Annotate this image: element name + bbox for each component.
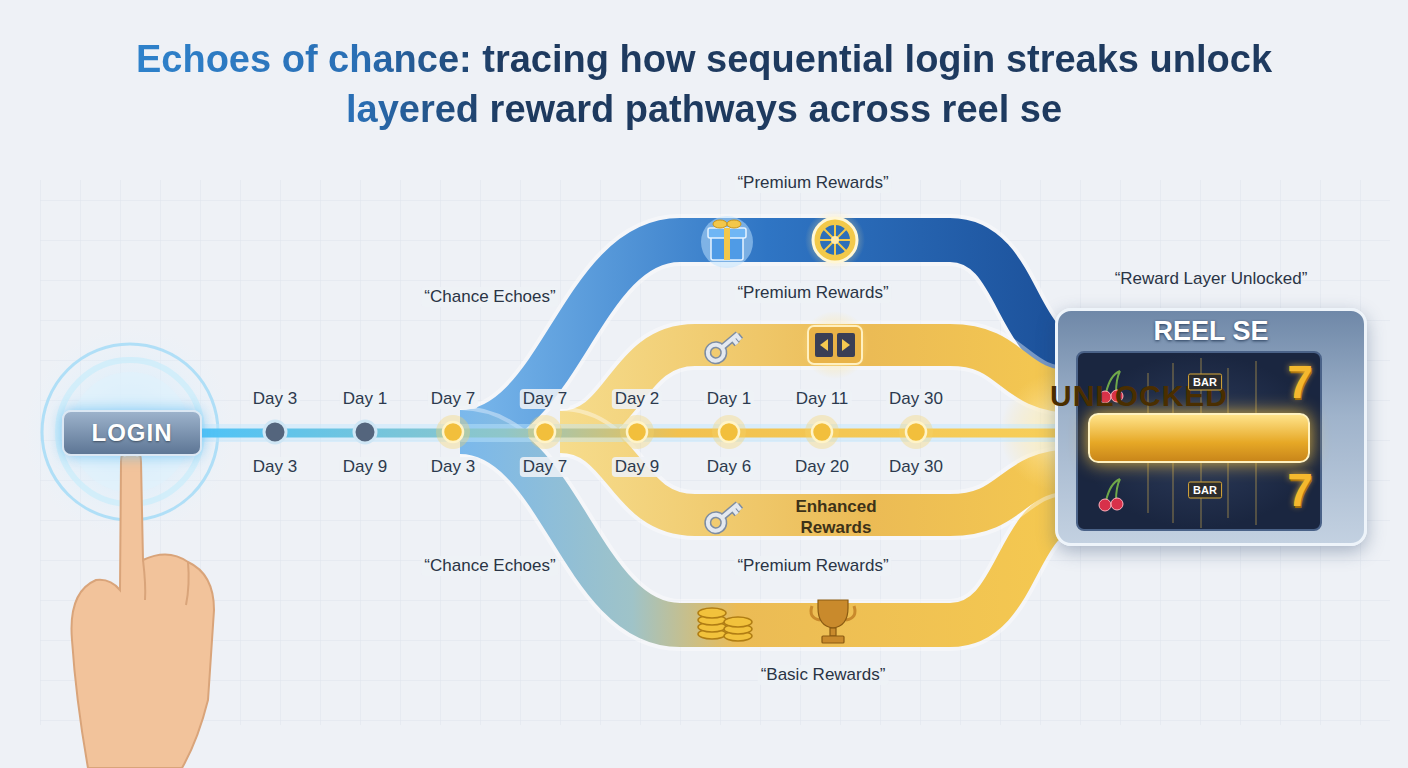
reel-symbol: 7 [1284, 358, 1316, 406]
day-label: Day 30 [886, 457, 946, 477]
day-label: Day 20 [792, 457, 852, 477]
day-label: Day 2 [612, 389, 662, 409]
diagram-title: Echoes of chance: tracing how sequential… [84, 34, 1324, 134]
day-label: Day 11 [793, 389, 852, 409]
wheel-icon [805, 210, 865, 270]
day-label: Day 7 [520, 389, 570, 409]
day-label: Day 9 [340, 457, 390, 477]
path-label: “Chance Echoes” [421, 287, 558, 307]
day-label: Day 1 [340, 389, 390, 409]
slot-icon [801, 311, 869, 379]
button-label: LOGIN [92, 419, 173, 447]
reward-label: Enhanced Rewards [777, 496, 895, 538]
day-label: Day 7 [428, 389, 478, 409]
key-icon [705, 498, 744, 534]
day-label: Day 3 [250, 457, 300, 477]
path-label: “Chance Echoes” [421, 556, 558, 576]
reward-label: “Premium Rewards” [734, 283, 891, 303]
day-label: Day 3 [428, 457, 478, 477]
hand [72, 448, 215, 768]
day-label: Day 7 [520, 457, 570, 477]
reel-panel: “Reward Layer Unlocked”REEL SEUNLOCKED [1055, 308, 1367, 546]
grid [40, 180, 1390, 725]
gold-dots [436, 415, 933, 449]
panel-heading: “Reward Layer Unlocked” [998, 269, 1408, 289]
cherry [1099, 479, 1123, 511]
coins-icon [698, 608, 752, 641]
reward-label: “Premium Rewards” [734, 556, 891, 576]
day-label: Day 9 [612, 457, 662, 477]
grey-dots [264, 421, 376, 443]
reward-label: “Basic Rewards” [758, 665, 889, 685]
reel-symbol: BAR [1188, 374, 1222, 391]
unlocked-badge: UNLOCKED [1088, 413, 1310, 463]
key-icon [705, 328, 744, 364]
day-label: Day 1 [704, 389, 754, 409]
reel-symbol: BAR [1188, 482, 1222, 499]
day-label: Day 3 [250, 389, 300, 409]
gift-icon [701, 216, 753, 268]
reward-label: “Premium Rewards” [734, 173, 891, 193]
trophy-icon [811, 600, 855, 643]
day-label: Day 30 [886, 389, 946, 409]
login-button: LOGIN [62, 410, 202, 456]
panel-title: REEL SE [1058, 315, 1364, 347]
day-label: Day 6 [704, 457, 754, 477]
reel-symbol: 7 [1284, 466, 1316, 514]
